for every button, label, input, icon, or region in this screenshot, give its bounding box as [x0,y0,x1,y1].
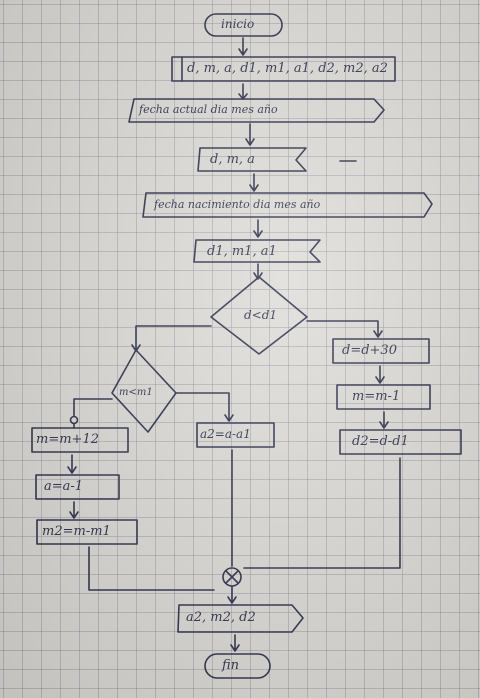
declare-label: d, m, a, d1, m1, a1, d2, m2, a2 [187,61,388,76]
year-borrow-box [35,474,120,500]
arrow-monthadj-year [67,454,77,474]
start-terminator [204,13,283,37]
day-diff-box [339,429,462,455]
branch-left-line [131,325,212,352]
arrow-vars-input2 [249,173,259,192]
junction-node [222,567,242,587]
declare-box [171,56,396,82]
arrow-input1-vars [245,123,255,146]
end-terminator [204,653,271,679]
branch-month-right [175,392,234,422]
input-current-vars-box [197,147,307,172]
input-current-label: fecha actual dia mes año [139,103,278,116]
month-borrow-box [336,384,431,410]
decision-month-shape [111,349,177,433]
day-adjust-box [332,338,430,364]
input-current-label-box [128,98,385,123]
arrow-input2-vars [253,219,263,238]
output-label: a2, m2, d2 [186,610,256,625]
arrow-vars-decision [253,263,263,280]
month-adjust-box [31,427,129,453]
left-join-line [88,546,215,591]
arrow-dayadj-month [375,365,385,384]
arrow-output-end [230,634,240,652]
decision-day-label: d<d1 [244,308,278,322]
decision-day-shape [210,276,308,355]
input-birth-label-box [142,192,433,218]
day-adjust-label: d=d+30 [342,343,397,358]
junction-cross [225,570,239,584]
input-birth-label: fecha nacimiento dia mes año [154,198,321,211]
branch-right-line [306,320,383,338]
end-label: fin [222,658,240,673]
year-diff-box [196,422,275,448]
decision-month-label: m<m1 [119,387,153,398]
year-borrow-label: a=a-1 [44,479,84,494]
input-birth-vars: d1, m1, a1 [207,244,277,259]
month-diff-label: m2=m-m1 [42,524,111,539]
arrow-month-daydiff [379,411,389,429]
start-label: inicio [221,17,255,31]
arrow-junction-output [227,586,237,604]
branch-month-left [73,398,113,417]
month-adjust-label: m=m+12 [36,432,99,447]
month-borrow-label: m=m-1 [352,389,401,404]
input-birth-vars-box [193,239,321,263]
arrow-start-declare [238,37,248,56]
input-current-vars: d, m, a [210,152,255,167]
day-diff-label: d2=d-d1 [352,434,409,449]
year-diff-label: a2=a-a1 [200,427,251,441]
output-box [177,604,304,633]
month-diff-box [36,519,138,545]
arrow-declare-input1 [238,83,248,100]
right-join-line [243,457,401,569]
arrow-year-monthdiff [69,501,79,519]
connector-dot [69,415,79,425]
